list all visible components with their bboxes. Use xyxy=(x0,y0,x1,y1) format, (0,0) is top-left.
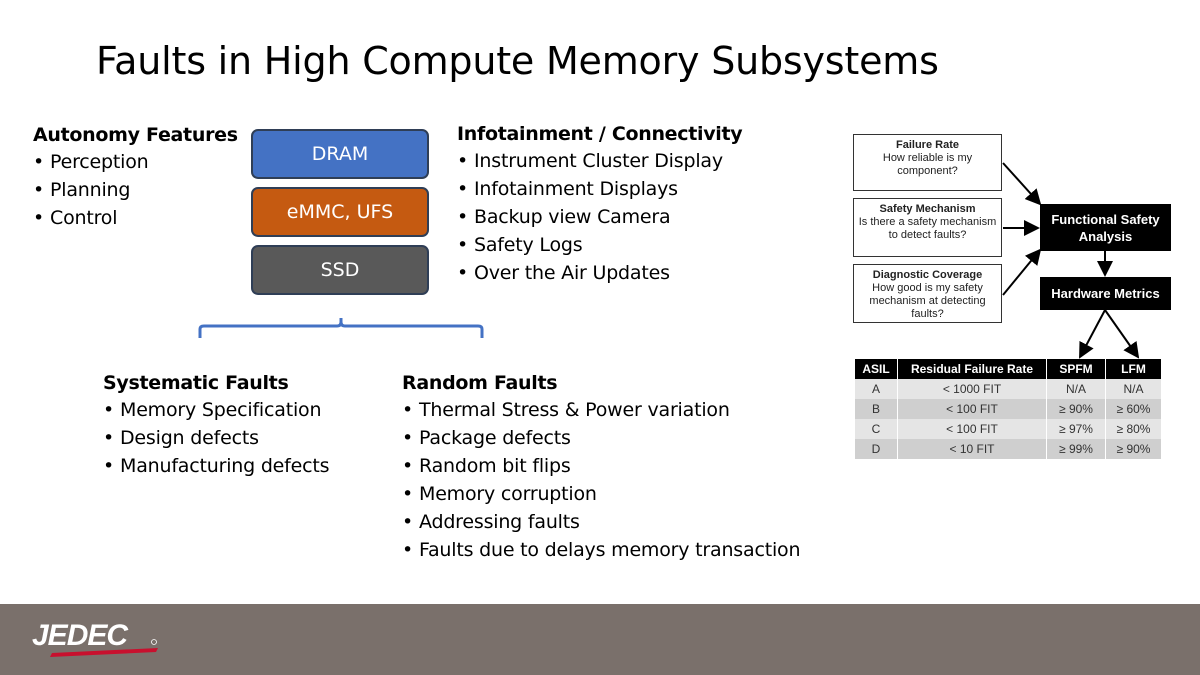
table-cell: ≥ 80% xyxy=(1105,419,1162,439)
table-cell: ≥ 60% xyxy=(1105,399,1162,419)
table-cell: A xyxy=(855,379,898,399)
list-item: Control xyxy=(33,204,238,232)
list-item: Faults due to delays memory transaction xyxy=(402,536,800,564)
ssd-box: SSD xyxy=(251,245,429,295)
table-cell: D xyxy=(855,439,898,459)
diagnostic-coverage-title: Diagnostic Coverage xyxy=(872,269,983,281)
table-row: B < 100 FIT ≥ 90% ≥ 60% xyxy=(855,399,1162,419)
list-item: Instrument Cluster Display xyxy=(457,147,742,175)
systematic-section: Systematic Faults Memory Specification D… xyxy=(103,370,330,480)
table-cell: < 1000 FIT xyxy=(897,379,1047,399)
table-cell: ≥ 97% xyxy=(1046,419,1106,439)
functional-safety-analysis-box: Functional Safety Analysis xyxy=(1040,204,1171,251)
table-cell: ≥ 90% xyxy=(1105,439,1162,459)
arrow xyxy=(1104,309,1140,359)
safety-mechanism-title: Safety Mechanism xyxy=(879,203,976,215)
table-cell: < 100 FIT xyxy=(897,419,1047,439)
autonomy-heading: Autonomy Features xyxy=(33,124,238,146)
list-item: Backup view Camera xyxy=(457,203,742,231)
list-item: Memory corruption xyxy=(402,480,800,508)
jedec-logo-text: JEDEC xyxy=(32,619,129,652)
column-header: ASIL xyxy=(855,359,898,379)
table-cell: C xyxy=(855,419,898,439)
autonomy-list: Perception Planning Control xyxy=(33,148,238,232)
table-header-row: ASIL Residual Failure Rate SPFM LFM xyxy=(855,359,1162,379)
table-cell: ≥ 99% xyxy=(1046,439,1106,459)
table-row: A < 1000 FIT N/A N/A xyxy=(855,379,1162,399)
diagnostic-coverage-text: How good is my safety mechanism at detec… xyxy=(869,282,986,320)
list-item: Addressing faults xyxy=(402,508,800,536)
figure-arrows xyxy=(1002,162,1140,359)
list-item: Infotainment Displays xyxy=(457,175,742,203)
column-header: Residual Failure Rate xyxy=(897,359,1047,379)
table-cell: < 10 FIT xyxy=(897,439,1047,459)
table-cell: < 100 FIT xyxy=(897,399,1047,419)
list-item: Safety Logs xyxy=(457,231,742,259)
emmc-ufs-box: eMMC, UFS xyxy=(251,187,429,237)
list-item: Planning xyxy=(33,176,238,204)
column-header: LFM xyxy=(1105,359,1162,379)
safety-mechanism-text: Is there a safety mechanism to detect fa… xyxy=(858,216,997,241)
random-section: Random Faults Thermal Stress & Power var… xyxy=(402,370,800,564)
infotainment-heading: Infotainment / Connectivity xyxy=(457,123,743,145)
table-row: C < 100 FIT ≥ 97% ≥ 80% xyxy=(855,419,1162,439)
table-cell: B xyxy=(855,399,898,419)
table-row: D < 10 FIT ≥ 99% ≥ 90% xyxy=(855,439,1162,459)
bracket-connector xyxy=(198,318,484,338)
list-item: Manufacturing defects xyxy=(103,452,330,480)
systematic-list: Memory Specification Design defects Manu… xyxy=(103,396,330,480)
list-item: Random bit flips xyxy=(402,452,800,480)
column-header: SPFM xyxy=(1046,359,1106,379)
footer-bar xyxy=(0,604,1200,675)
random-heading: Random Faults xyxy=(402,372,558,394)
infotainment-list: Instrument Cluster Display Infotainment … xyxy=(457,147,742,287)
list-item: Memory Specification xyxy=(103,396,329,424)
autonomy-section: Autonomy Features Perception Planning Co… xyxy=(33,122,238,232)
dram-box: DRAM xyxy=(251,129,429,179)
list-item: Package defects xyxy=(402,424,800,452)
failure-rate-title: Failure Rate xyxy=(896,139,959,151)
list-item: Thermal Stress & Power variation xyxy=(402,396,800,424)
infotainment-section: Infotainment / Connectivity Instrument C… xyxy=(457,121,743,287)
slide-title: Faults in High Compute Memory Subsystems xyxy=(96,39,939,83)
random-list: Thermal Stress & Power variation Package… xyxy=(402,396,800,564)
table-cell: N/A xyxy=(1046,379,1106,399)
failure-rate-box: Failure Rate How reliable is my componen… xyxy=(853,134,1002,191)
arrow xyxy=(1002,162,1042,206)
hardware-metrics-box: Hardware Metrics xyxy=(1040,277,1171,310)
list-item: Perception xyxy=(33,148,238,176)
jedec-logo: JEDEC xyxy=(32,619,158,657)
table-cell: N/A xyxy=(1105,379,1162,399)
list-item: Design defects xyxy=(103,424,329,452)
asil-table: ASIL Residual Failure Rate SPFM LFM A < … xyxy=(855,359,1162,459)
failure-rate-text: How reliable is my component? xyxy=(882,152,973,177)
logo-swoosh xyxy=(50,648,158,657)
diagnostic-coverage-box: Diagnostic Coverage How good is my safet… xyxy=(853,264,1002,323)
arrow xyxy=(1079,309,1106,359)
safety-mechanism-box: Safety Mechanism Is there a safety mecha… xyxy=(853,198,1002,257)
registered-mark xyxy=(151,639,157,645)
systematic-heading: Systematic Faults xyxy=(103,372,289,394)
arrow xyxy=(1002,248,1042,296)
table-cell: ≥ 90% xyxy=(1046,399,1106,419)
list-item: Over the Air Updates xyxy=(457,259,742,287)
